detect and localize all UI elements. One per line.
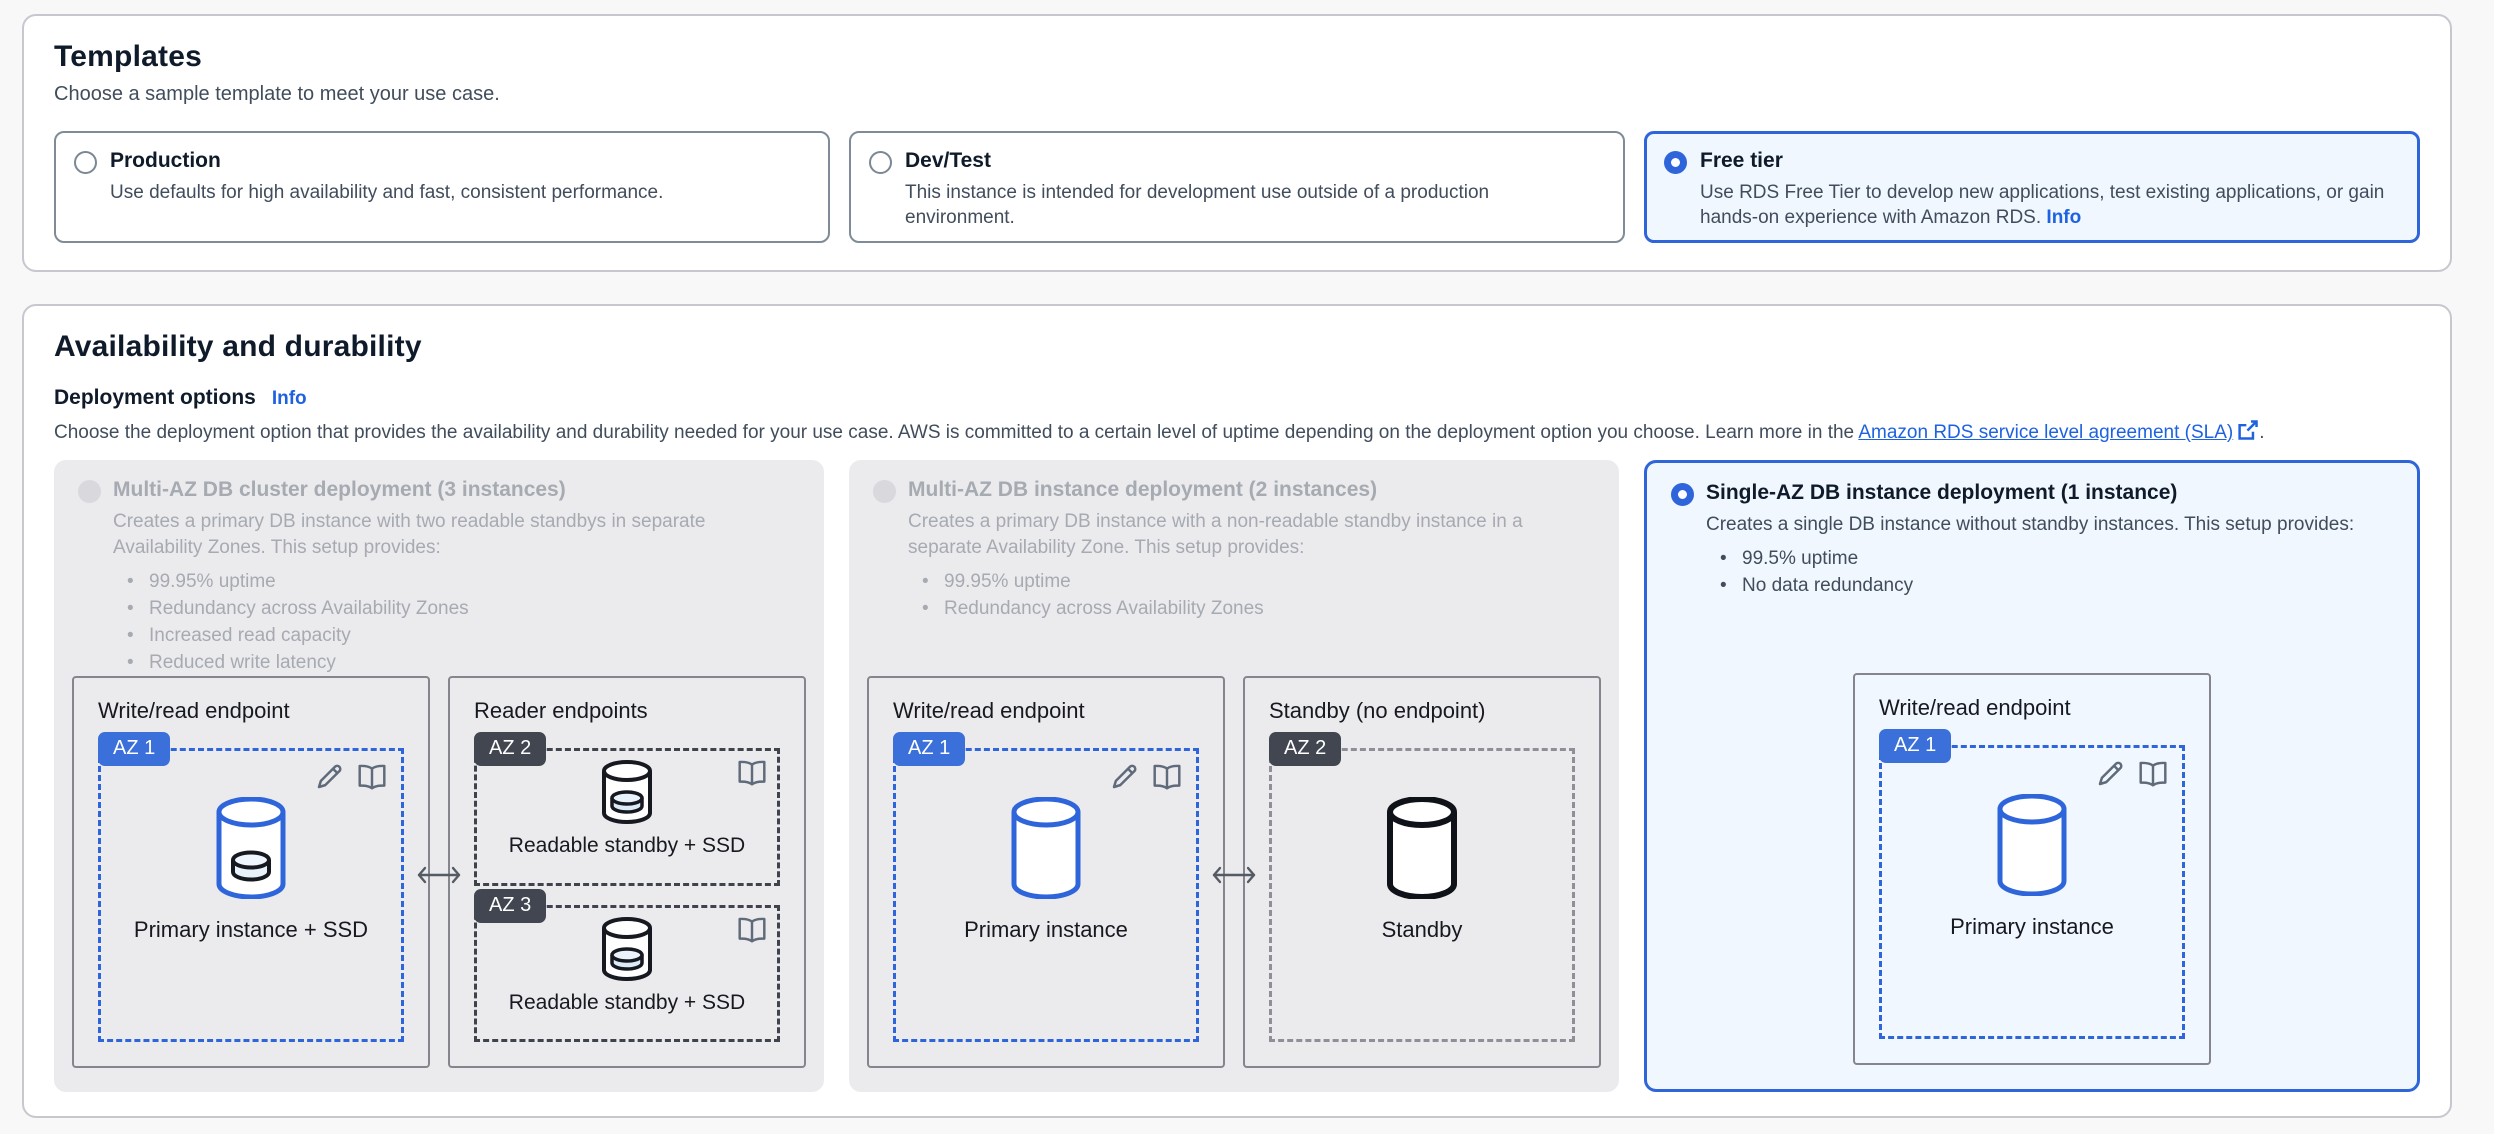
- instance-label: Standby: [1381, 917, 1463, 942]
- bullet-item: 99.95% uptime: [920, 569, 1595, 596]
- deployment-options-header: Deployment options Info: [54, 386, 2420, 410]
- rds-sla-link[interactable]: Amazon RDS service level agreement (SLA): [1858, 422, 2234, 443]
- instance-label: Primary instance: [1950, 914, 2114, 939]
- deployment-options-info-link[interactable]: Info: [271, 388, 307, 409]
- writer-endpoint-box: Write/read endpoint AZ 1 Primary instanc…: [72, 676, 430, 1068]
- radio-button-freetier-selected[interactable]: [1664, 151, 1687, 174]
- template-card-devtest[interactable]: Dev/Test This instance is intended for d…: [849, 131, 1625, 243]
- az-badge: AZ 1: [98, 732, 171, 766]
- bullet-item: Increased read capacity: [125, 623, 800, 650]
- radio-button-singleaz-selected[interactable]: [1671, 483, 1694, 506]
- instance-label: Readable standby + SSD: [508, 990, 746, 1014]
- deployment-cards-row: Multi-AZ DB cluster deployment (3 instan…: [54, 460, 2420, 1092]
- bullet-item: No data redundancy: [1718, 573, 2393, 600]
- az2-zone: AZ 2 Standby: [1269, 732, 1575, 1042]
- instance-label: Primary instance: [964, 917, 1128, 942]
- open-book-icon: [736, 759, 768, 792]
- reader-endpoints-title: Reader endpoints: [474, 698, 648, 723]
- deployment-card-description: Creates a primary DB instance with two r…: [113, 511, 706, 558]
- availability-durability-panel: Availability and durability Deployment o…: [22, 304, 2452, 1118]
- deployment-card-singleaz[interactable]: Single-AZ DB instance deployment (1 inst…: [1644, 460, 2420, 1092]
- template-card-description: Use RDS Free Tier to develop new applica…: [1700, 182, 2385, 229]
- external-link-icon: [2233, 420, 2259, 443]
- template-card-production[interactable]: Production Use defaults for high availab…: [54, 131, 830, 243]
- az3-zone: AZ 3 Readable standby + SSD: [474, 888, 780, 1042]
- writer-endpoint-box: Write/read endpoint AZ 1 Primary instanc…: [1853, 673, 2211, 1065]
- templates-title: Templates: [54, 40, 202, 73]
- deployment-card-multiaz-cluster: Multi-AZ DB cluster deployment (3 instan…: [54, 460, 824, 1092]
- bullet-item: Redundancy across Availability Zones: [125, 596, 800, 623]
- database-ssd-icon: [598, 916, 656, 986]
- deployment-card-bullets: 99.95% uptime Redundancy across Availabi…: [125, 569, 800, 677]
- replication-arrow-icon: [414, 860, 464, 895]
- writer-endpoint-title: Write/read endpoint: [98, 698, 290, 723]
- template-card-title: Free tier: [1700, 149, 1783, 172]
- deployment-options-label: Deployment options: [54, 386, 256, 409]
- az1-zone: AZ 1 Primary instance + SSD: [98, 732, 404, 1042]
- bullet-item: 99.5% uptime: [1718, 546, 2393, 573]
- radio-button-production[interactable]: [74, 151, 97, 174]
- template-card-description: This instance is intended for developmen…: [905, 182, 1490, 229]
- reader-endpoints-box: Reader endpoints AZ 2 Readable sta: [448, 676, 806, 1068]
- database-icon: [1382, 796, 1462, 904]
- singleaz-diagram: Write/read endpoint AZ 1 Primary instanc…: [1647, 673, 2417, 1065]
- radio-button-multiaz-instance-disabled: [873, 480, 896, 503]
- open-book-icon: [1151, 763, 1183, 796]
- replication-arrow-icon: [1209, 860, 1259, 895]
- standby-title: Standby (no endpoint): [1269, 698, 1486, 723]
- az1-zone: AZ 1 Primary instance: [1879, 729, 2185, 1039]
- database-icon: [1006, 796, 1086, 904]
- cluster-diagram: Write/read endpoint AZ 1 Primary instanc…: [54, 676, 824, 1068]
- az-badge: AZ 1: [893, 732, 966, 766]
- pencil-icon: [2095, 759, 2125, 794]
- deployment-card-title: Multi-AZ DB cluster deployment (3 instan…: [113, 478, 566, 501]
- database-ssd-icon: [211, 796, 291, 904]
- pencil-icon: [1109, 762, 1139, 797]
- radio-button-devtest[interactable]: [869, 151, 892, 174]
- pencil-icon: [314, 762, 344, 797]
- open-book-icon: [2137, 760, 2169, 793]
- deployment-card-multiaz-instance: Multi-AZ DB instance deployment (2 insta…: [849, 460, 1619, 1092]
- template-card-title: Dev/Test: [905, 149, 991, 172]
- bullet-item: Redundancy across Availability Zones: [920, 596, 1595, 623]
- templates-subtitle: Choose a sample template to meet your us…: [54, 83, 500, 105]
- radio-button-multiaz-cluster-disabled: [78, 480, 101, 503]
- deployment-options-description: Choose the deployment option that provid…: [54, 420, 2265, 443]
- writer-endpoint-box: Write/read endpoint AZ 1 Primary instanc…: [867, 676, 1225, 1068]
- template-cards-row: Production Use defaults for high availab…: [54, 131, 2420, 243]
- bullet-item: 99.95% uptime: [125, 569, 800, 596]
- writer-endpoint-title: Write/read endpoint: [1879, 695, 2071, 720]
- database-icon: [1992, 793, 2072, 901]
- database-ssd-icon: [598, 760, 656, 829]
- az-badge: AZ 3: [474, 888, 547, 923]
- az-badge: AZ 1: [1879, 729, 1952, 763]
- open-book-icon: [356, 763, 388, 796]
- availability-title: Availability and durability: [54, 330, 422, 363]
- template-card-description: Use defaults for high availability and f…: [110, 182, 664, 203]
- writer-endpoint-title: Write/read endpoint: [893, 698, 1085, 723]
- deployment-card-title: Single-AZ DB instance deployment (1 inst…: [1706, 481, 2178, 504]
- deployment-card-description: Creates a single DB instance without sta…: [1706, 514, 2355, 535]
- free-tier-info-link[interactable]: Info: [2046, 207, 2082, 229]
- standby-box: Standby (no endpoint) AZ 2 Standby: [1243, 676, 1601, 1068]
- templates-panel: Templates Choose a sample template to me…: [22, 14, 2452, 272]
- deployment-card-bullets: 99.5% uptime No data redundancy: [1718, 546, 2393, 600]
- multiaz-instance-diagram: Write/read endpoint AZ 1 Primary instanc…: [849, 676, 1619, 1068]
- template-card-freetier[interactable]: Free tier Use RDS Free Tier to develop n…: [1644, 131, 2420, 243]
- open-book-icon: [736, 916, 768, 949]
- az-badge: AZ 2: [474, 732, 547, 766]
- az2-zone: AZ 2 Readable standby + SSD: [474, 732, 780, 886]
- az1-zone: AZ 1 Primary instance: [893, 732, 1199, 1042]
- template-card-title: Production: [110, 149, 221, 172]
- deployment-card-title: Multi-AZ DB instance deployment (2 insta…: [908, 478, 1378, 501]
- bullet-item: Reduced write latency: [125, 650, 800, 677]
- instance-label: Readable standby + SSD: [508, 834, 746, 857]
- deployment-card-bullets: 99.95% uptime Redundancy across Availabi…: [920, 569, 1595, 623]
- deployment-card-description: Creates a primary DB instance with a non…: [908, 511, 1523, 558]
- instance-label: Primary instance + SSD: [133, 917, 369, 942]
- az-badge: AZ 2: [1269, 732, 1342, 766]
